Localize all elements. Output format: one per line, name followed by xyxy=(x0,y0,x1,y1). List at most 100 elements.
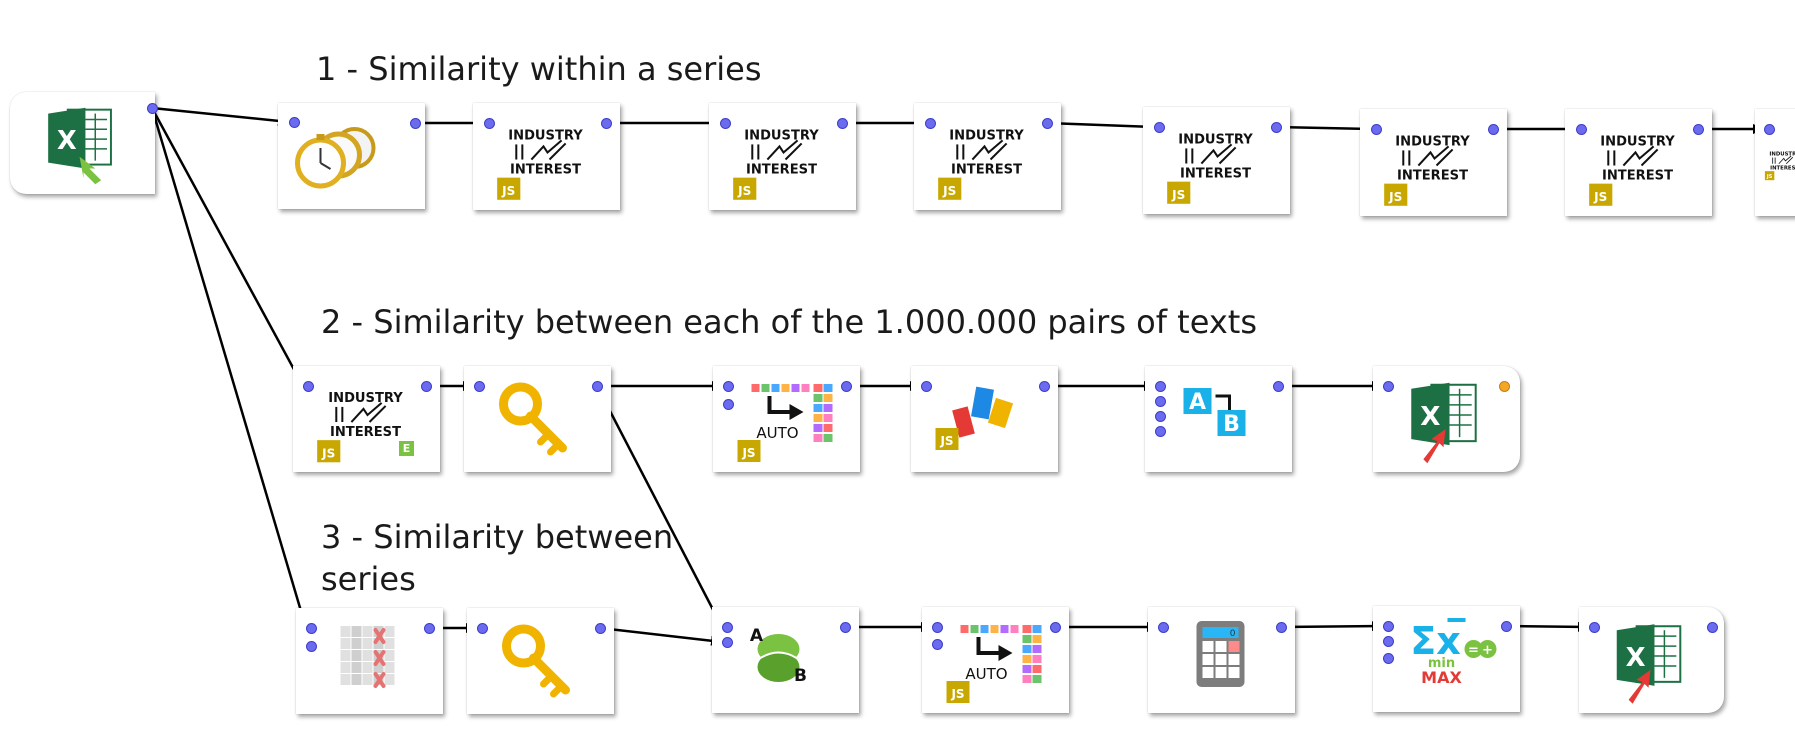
svg-text:A: A xyxy=(1189,390,1206,415)
input-port-key-2-0[interactable] xyxy=(476,622,488,634)
output-port-rename-0[interactable] xyxy=(1272,380,1284,392)
svg-text:INDUSTRY: INDUSTRY xyxy=(1769,152,1795,158)
svg-text:INTEREST: INTEREST xyxy=(1602,169,1673,184)
input-port-js-5-0[interactable] xyxy=(1370,123,1382,135)
node-stats[interactable]: Σx = + min MAX xyxy=(1373,606,1520,712)
key-icon xyxy=(467,608,614,714)
node-excel-writer-2[interactable]: X xyxy=(1579,607,1724,713)
input-port-joiner-0[interactable] xyxy=(721,621,733,633)
input-port-calc-0[interactable] xyxy=(1157,621,1169,633)
node-js-4[interactable]: INDUSTRY INTEREST JS xyxy=(1143,107,1290,214)
node-key-1[interactable] xyxy=(464,366,611,472)
node-calc[interactable]: 0 xyxy=(1148,607,1295,713)
calculator-icon: 0 xyxy=(1148,607,1295,713)
output-port-js-e-0[interactable] xyxy=(420,380,432,392)
output-port-auto-1-0[interactable] xyxy=(840,380,852,392)
output-port-js-2-0[interactable] xyxy=(836,117,848,129)
input-port-js-e-0[interactable] xyxy=(302,380,314,392)
industry-interest-js-icon: INDUSTRY INTEREST JS xyxy=(1565,109,1712,216)
node-js-5[interactable]: INDUSTRY INTEREST JS xyxy=(1360,109,1507,216)
input-port-auto-2-0[interactable] xyxy=(931,621,943,633)
input-port-filter-0[interactable] xyxy=(305,622,317,634)
node-rename[interactable]: A B xyxy=(1145,366,1292,472)
number-blocks-js-icon: JS xyxy=(911,366,1058,472)
node-js-3[interactable]: INDUSTRY INTEREST JS xyxy=(914,103,1061,210)
svg-text:INTEREST: INTEREST xyxy=(746,163,817,178)
output-port-js-3-0[interactable] xyxy=(1041,117,1053,129)
svg-text:JS: JS xyxy=(321,446,335,460)
output-port-js-4-0[interactable] xyxy=(1270,121,1282,133)
node-joiner[interactable]: A B xyxy=(712,607,859,713)
input-port-rename-2[interactable] xyxy=(1154,410,1166,422)
input-port-key-1-0[interactable] xyxy=(473,380,485,392)
input-port-excel-writer-2-0[interactable] xyxy=(1588,621,1600,633)
input-port-js-1-0[interactable] xyxy=(483,117,495,129)
node-js-1[interactable]: INDUSTRY INTEREST JS xyxy=(473,103,620,210)
input-port-stats-2[interactable] xyxy=(1382,652,1394,664)
input-port-filter-1[interactable] xyxy=(305,640,317,652)
input-port-js-2-0[interactable] xyxy=(719,117,731,129)
output-port-js-6-0[interactable] xyxy=(1692,123,1704,135)
node-timer[interactable] xyxy=(278,103,425,209)
node-auto-2[interactable]: AUTO JS xyxy=(922,607,1069,713)
output-port-key-1-0[interactable] xyxy=(591,380,603,392)
input-port-rename-3[interactable] xyxy=(1154,425,1166,437)
output-port-joiner-0[interactable] xyxy=(839,621,851,633)
svg-text:JS: JS xyxy=(950,687,964,701)
input-port-auto-1-1[interactable] xyxy=(722,398,734,410)
section-label-3: 3 - Similarity between series xyxy=(321,518,674,598)
input-port-rename-1[interactable] xyxy=(1154,395,1166,407)
node-filter[interactable] xyxy=(296,608,443,714)
industry-interest-js-icon: INDUSTRY INTEREST JS xyxy=(473,103,620,210)
status-port-excel-writer-1-0[interactable] xyxy=(1498,380,1510,392)
node-js-6[interactable]: INDUSTRY INTEREST JS xyxy=(1565,109,1712,216)
svg-text:B: B xyxy=(794,666,807,686)
svg-text:JS: JS xyxy=(501,184,515,198)
output-port-filter-0[interactable] xyxy=(423,622,435,634)
input-port-js-6-0[interactable] xyxy=(1575,123,1587,135)
input-port-js-4-0[interactable] xyxy=(1153,121,1165,133)
input-port-js-3-0[interactable] xyxy=(924,117,936,129)
auto-column-js-icon: AUTO JS xyxy=(922,607,1069,713)
edge-calc-to-stats xyxy=(1280,621,1384,632)
input-port-rename-0[interactable] xyxy=(1154,380,1166,392)
input-port-js-7-0[interactable] xyxy=(1763,123,1775,135)
output-port-calc-0[interactable] xyxy=(1275,621,1287,633)
input-port-stats-1[interactable] xyxy=(1382,635,1394,647)
node-auto-1[interactable]: AUTO JS xyxy=(713,366,860,472)
input-port-numbers-0[interactable] xyxy=(920,380,932,392)
svg-text:INTEREST: INTEREST xyxy=(1770,165,1795,171)
input-port-stats-0[interactable] xyxy=(1382,620,1394,632)
svg-text:AUTO: AUTO xyxy=(965,665,1007,683)
input-port-auto-2-1[interactable] xyxy=(931,638,943,650)
input-port-joiner-1[interactable] xyxy=(721,636,733,648)
svg-text:JS: JS xyxy=(1171,188,1185,202)
rename-ab-icon: A B xyxy=(1145,366,1292,472)
node-js-7[interactable]: INDUSTRY INTEREST JS xyxy=(1755,109,1795,216)
svg-text:X: X xyxy=(57,126,77,156)
output-port-excel-reader-0[interactable] xyxy=(146,102,158,114)
node-key-2[interactable] xyxy=(467,608,614,714)
node-excel-reader[interactable]: X xyxy=(10,92,158,194)
node-excel-writer-1[interactable]: X xyxy=(1373,366,1520,472)
input-port-timer-0[interactable] xyxy=(288,116,300,128)
output-port-auto-2-0[interactable] xyxy=(1049,621,1061,633)
output-port-js-5-0[interactable] xyxy=(1487,123,1499,135)
node-js-e[interactable]: INDUSTRY INTEREST JS E xyxy=(293,366,440,472)
stopwatch-icon xyxy=(278,103,425,209)
input-port-auto-1-0[interactable] xyxy=(722,380,734,392)
output-port-excel-writer-2-0[interactable] xyxy=(1706,621,1718,633)
node-numbers[interactable]: JS xyxy=(911,366,1058,472)
output-port-key-2-0[interactable] xyxy=(594,622,606,634)
svg-text:JS: JS xyxy=(1388,190,1402,204)
input-port-excel-writer-1-0[interactable] xyxy=(1382,380,1394,392)
svg-text:INDUSTRY: INDUSTRY xyxy=(1178,132,1253,147)
output-port-numbers-0[interactable] xyxy=(1038,380,1050,392)
auto-column-js-icon: AUTO JS xyxy=(713,366,860,472)
output-port-timer-0[interactable] xyxy=(409,117,421,129)
svg-text:JS: JS xyxy=(1766,174,1773,180)
output-port-stats-0[interactable] xyxy=(1500,620,1512,632)
node-js-2[interactable]: INDUSTRY INTEREST JS xyxy=(709,103,856,210)
output-port-js-1-0[interactable] xyxy=(600,117,612,129)
